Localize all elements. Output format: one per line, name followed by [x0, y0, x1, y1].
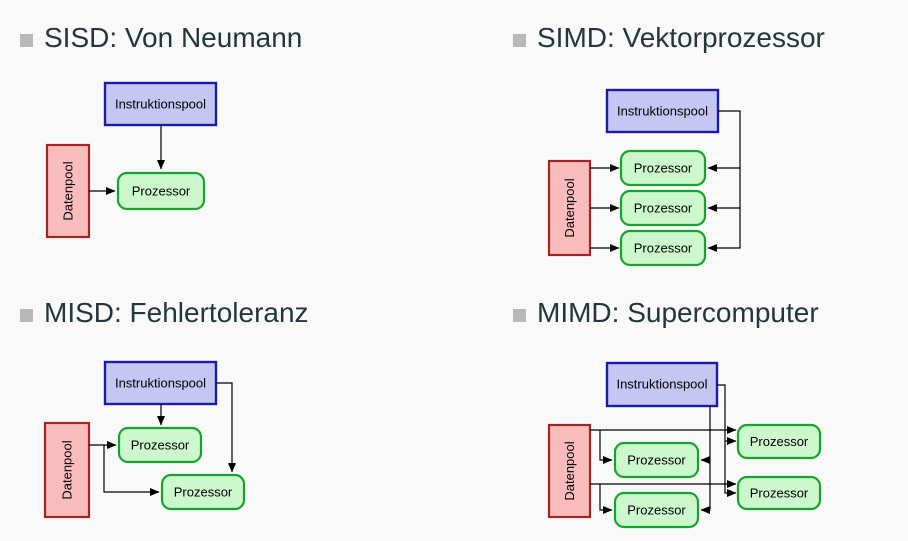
diagram-mimd: Instruktionspool Datenpool Prozessor Pro… [547, 361, 822, 529]
section-title-sisd: SISD: Von Neumann [20, 21, 302, 55]
instruction-pool-label: Instruktionspool [616, 377, 707, 392]
data-pool-label: Datenpool [562, 178, 577, 237]
processor-label: Prozessor [750, 434, 809, 449]
processor-box [619, 189, 707, 227]
processor-label: Prozessor [634, 161, 693, 176]
processor-label: Prozessor [634, 201, 693, 216]
bullet-icon [513, 33, 526, 47]
section-title-misd: MISD: Fehlertoleranz [20, 296, 309, 330]
instruction-pool-box [605, 88, 720, 134]
data-pool-box [547, 159, 592, 257]
diagram-sisd: Instruktionspool Datenpool Prozessor [45, 81, 218, 239]
section-title-mimd: MIMD: Supercomputer [513, 296, 819, 330]
instruction-flow-arrow [216, 382, 236, 473]
processor-box [619, 149, 707, 187]
data-flow-arrow [599, 430, 613, 464]
data-pool-box [547, 423, 592, 519]
data-pool-label: Datenpool [61, 161, 76, 220]
data-pool-label: Datenpool [562, 441, 577, 500]
processor-box [613, 441, 700, 479]
bullet-icon [20, 308, 33, 322]
instruction-flow-arrow [707, 110, 741, 252]
bullet-icon [20, 33, 33, 47]
processor-box [117, 426, 203, 464]
processor-label: Prozessor [174, 485, 233, 500]
processor-box [619, 229, 707, 267]
processor-box [736, 423, 822, 460]
instruction-flow-arrow [717, 384, 737, 497]
instruction-pool-label: Instruktionspool [617, 104, 708, 119]
data-pool-label: Datenpool [60, 440, 75, 499]
instruction-flow-arrow [700, 406, 711, 514]
data-flow-arrow [599, 484, 613, 514]
instruction-pool-label: Instruktionspool [115, 376, 206, 391]
instruction-pool-label: Instruktionspool [115, 97, 206, 112]
section-title-sisd-text: SISD: Von Neumann [44, 22, 303, 53]
section-title-simd: SIMD: Vektorprozessor [513, 21, 825, 55]
data-flow-arrow [103, 445, 160, 496]
bullet-icon [513, 308, 526, 322]
data-pool-box [45, 143, 91, 239]
processor-box [736, 475, 822, 511]
section-title-mimd-text: MIMD: Supercomputer [537, 297, 819, 328]
data-pool-box [43, 421, 91, 519]
processor-label: Prozessor [627, 453, 686, 468]
processor-label: Prozessor [132, 184, 191, 199]
processor-box [116, 171, 206, 211]
processor-label: Prozessor [750, 486, 809, 501]
section-title-simd-text: SIMD: Vektorprozessor [537, 22, 825, 53]
processor-label: Prozessor [634, 241, 693, 256]
diagram-misd: Instruktionspool Datenpool Prozessor Pro… [43, 360, 246, 519]
processor-box [160, 473, 246, 511]
processor-label: Prozessor [627, 503, 686, 518]
section-title-misd-text: MISD: Fehlertoleranz [44, 297, 309, 328]
processor-label: Prozessor [131, 438, 190, 453]
processor-box [613, 491, 700, 529]
diagram-simd: Instruktionspool Datenpool Prozessor Pro… [547, 88, 741, 267]
